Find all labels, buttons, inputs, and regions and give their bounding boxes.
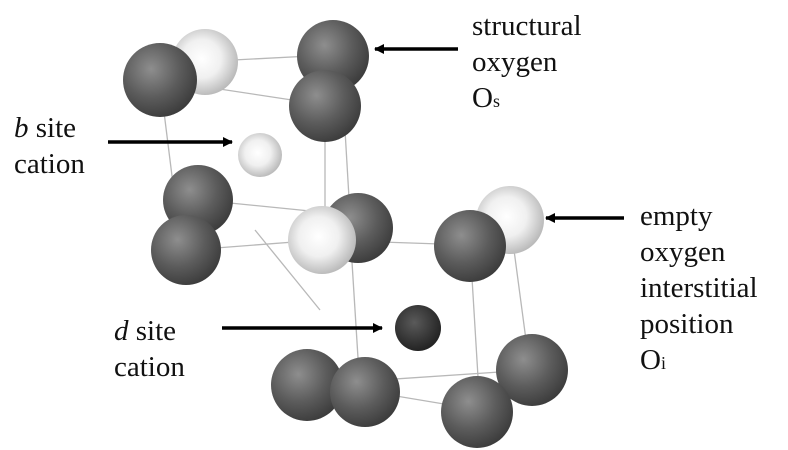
label-line: position — [640, 308, 734, 340]
label-symbol: O — [640, 344, 661, 376]
structural-oxygen-atom — [151, 215, 221, 285]
label-d-site-cation: d site cation — [114, 313, 185, 385]
label-structural-oxygen: structural oxygen Os — [472, 8, 582, 119]
label-line: oxygen — [640, 236, 726, 268]
label-site-letter: d — [114, 315, 129, 347]
empty-interstitial-atom — [288, 206, 356, 274]
label-site-letter: b — [14, 112, 29, 144]
atoms — [123, 20, 568, 448]
structural-oxygen-atom — [496, 334, 568, 406]
structural-oxygen-atom — [330, 357, 400, 427]
label-line: interstitial — [640, 272, 758, 304]
structural-oxygen-atom — [434, 210, 506, 282]
label-line: d site — [114, 313, 185, 349]
label-symbol: O — [472, 82, 493, 114]
label-subscript: i — [660, 353, 666, 373]
structural-oxygen-atom — [289, 70, 361, 142]
structural-oxygen-atom — [441, 376, 513, 448]
label-b-site-cation: b site cation — [14, 110, 85, 182]
label-line: b site — [14, 110, 85, 146]
label-line: Oi — [640, 342, 758, 381]
label-line: cation — [14, 148, 85, 180]
label-line: empty — [640, 200, 713, 232]
label-empty-interstitial: empty oxygen interstitial position Oi — [640, 198, 758, 381]
label-line: cation — [114, 351, 185, 383]
label-line: oxygen — [472, 46, 558, 78]
b-site-cation-atom — [238, 133, 282, 177]
label-line: Os — [472, 80, 582, 119]
label-site-text: site — [28, 112, 77, 144]
d-site-cation-atom — [395, 305, 441, 351]
label-line: structural — [472, 10, 582, 42]
arrows — [108, 44, 624, 333]
structural-oxygen-atom — [123, 43, 197, 117]
structural-oxygen-atom — [271, 349, 343, 421]
label-subscript: s — [492, 91, 500, 111]
label-site-text: site — [128, 315, 177, 347]
